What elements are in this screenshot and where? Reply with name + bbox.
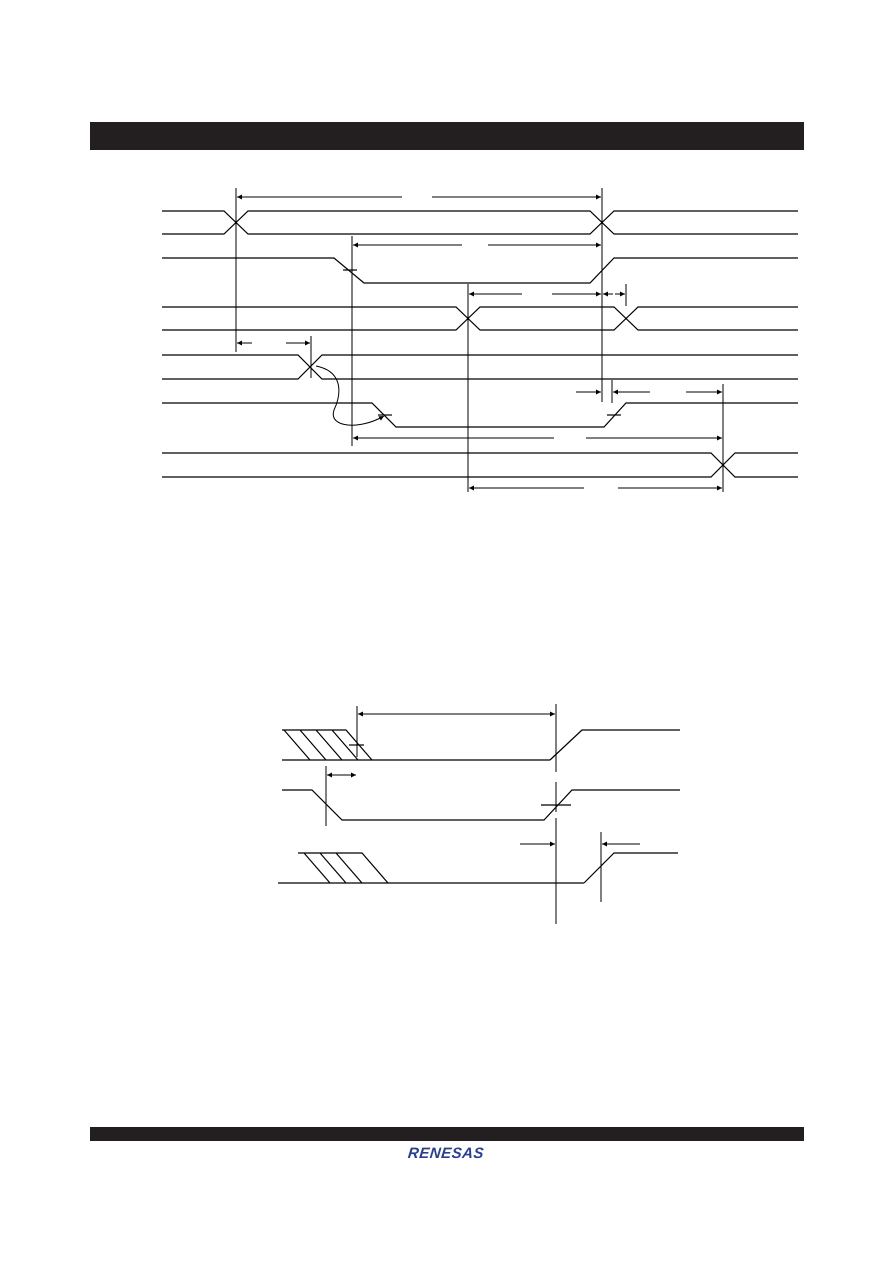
logo-text: RENESAS [407, 1144, 485, 1162]
timing-arrows-2 [327, 711, 640, 847]
renesas-logo: RENESAS [396, 1144, 496, 1162]
signal-b-waveform [282, 789, 680, 821]
signal-c-waveform [278, 852, 678, 884]
reference-lines [235, 188, 724, 492]
timing-diagram-2 [278, 704, 680, 924]
signal-2-waveform [162, 257, 798, 284]
signal-a-waveform [282, 729, 680, 761]
reference-lines-2 [325, 704, 602, 924]
signal-6-waveform [162, 452, 798, 478]
signal-4-waveform [162, 354, 798, 380]
footer-bar [90, 1127, 804, 1141]
signal-1-waveform [162, 210, 798, 235]
timing-arrows [237, 194, 722, 491]
header-bar [90, 122, 804, 150]
signal-5-waveform [162, 402, 798, 428]
timing-diagram-1 [162, 188, 798, 492]
signal-3-waveform [162, 306, 798, 331]
